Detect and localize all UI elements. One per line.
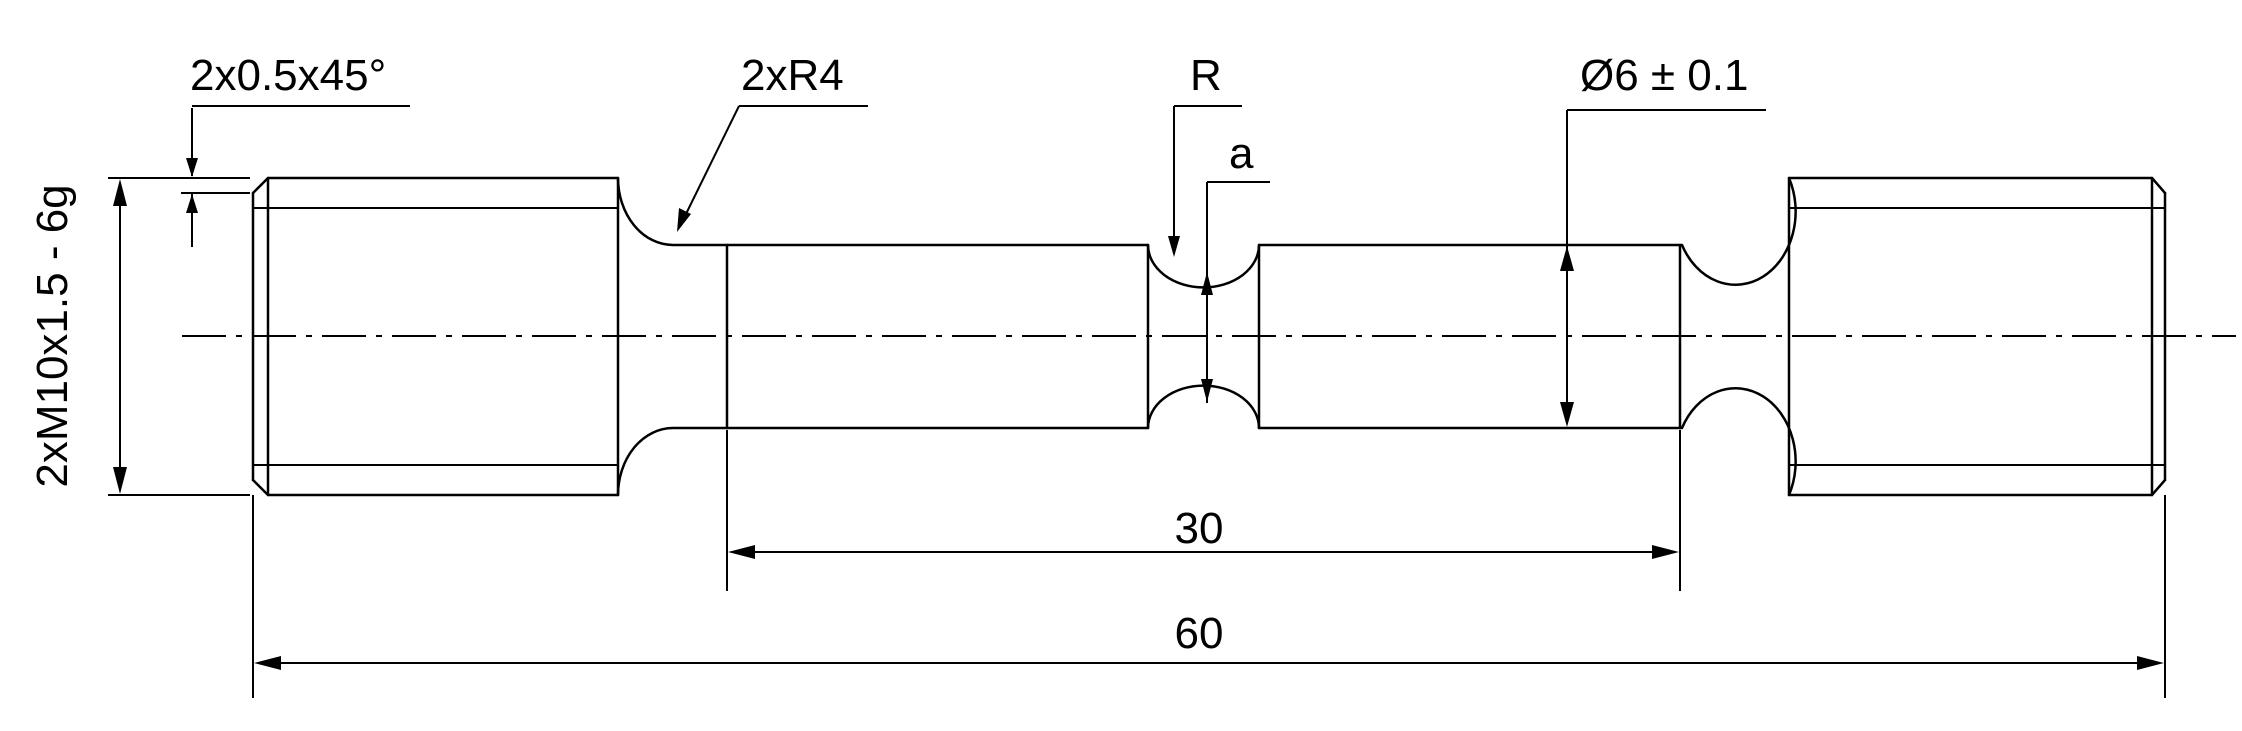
fillet-callout: 2xR4 <box>677 51 868 232</box>
thread-dimension: 2xM10x1.5 - 6g <box>28 177 250 496</box>
diameter-label: Ø6 ± 0.1 <box>1580 51 1748 100</box>
notch-radius-label: R <box>1190 51 1222 100</box>
top-profile <box>251 176 2167 289</box>
bottom-profile <box>251 384 2167 497</box>
diameter-callout: Ø6 ± 0.1 <box>1560 51 1766 427</box>
gauge-length-label: 30 <box>1175 504 1224 553</box>
notch-depth-callout: a <box>1201 129 1270 403</box>
total-length-label: 60 <box>1175 609 1224 658</box>
notch-radius-callout: R <box>1168 51 1242 257</box>
notch-depth-label: a <box>1229 129 1254 178</box>
chamfer-label: 2x0.5x45° <box>190 51 386 100</box>
total-length-dimension: 60 <box>252 495 2166 698</box>
chamfer-callout: 2x0.5x45° <box>181 51 410 247</box>
thread-lines <box>253 207 2165 466</box>
thread-spec-label: 2xM10x1.5 - 6g <box>28 184 77 487</box>
gauge-length-dimension: 30 <box>726 430 1681 591</box>
fillet-label: 2xR4 <box>741 51 844 100</box>
